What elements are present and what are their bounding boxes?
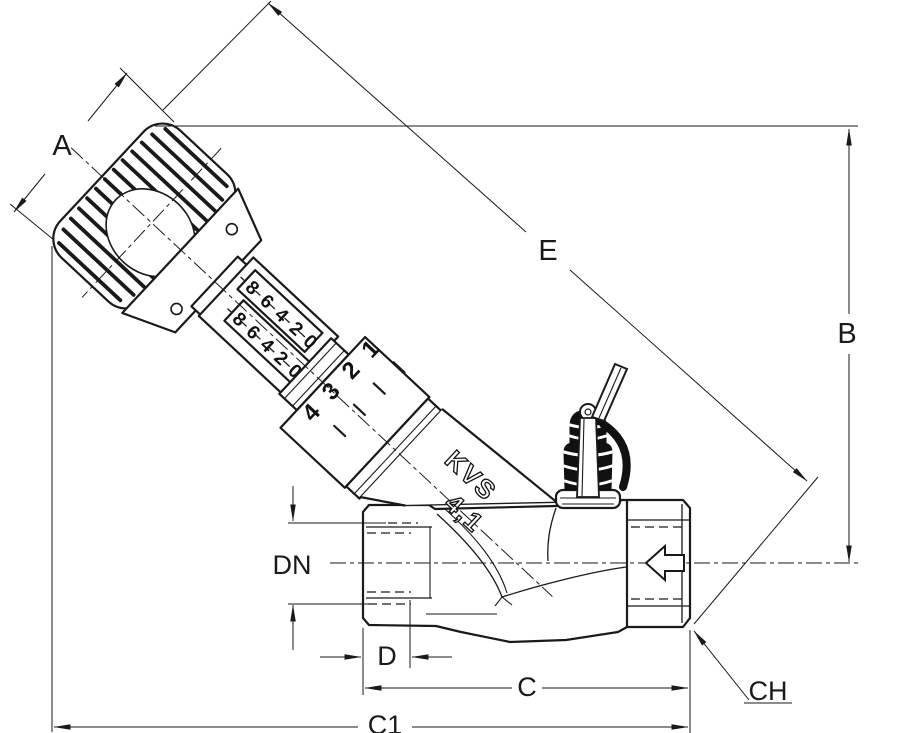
dimension-ch: CH: [693, 630, 792, 706]
barrel-tick: [352, 403, 367, 416]
dim-dn-label: DN: [273, 550, 312, 580]
leader-line: [693, 630, 750, 701]
dim-c1-label: C1: [368, 710, 403, 733]
counter-tick: [254, 334, 261, 340]
dimension-e: E: [162, 0, 819, 625]
ring-line: [284, 342, 337, 399]
lever-blade-line: [598, 367, 622, 419]
lever-blade: [590, 362, 629, 423]
dim-line: [13, 173, 46, 213]
dimension-d: D: [320, 600, 452, 695]
dim-line: [267, 2, 527, 233]
counter-tick: [254, 290, 261, 296]
counter-tick: [268, 347, 275, 353]
seat-outlet-curve: [501, 566, 627, 598]
barrel-tick: [392, 361, 406, 374]
dim-d-label: D: [377, 641, 397, 671]
counter-tick: [240, 321, 247, 327]
valve-body: [361, 498, 692, 644]
lever-bar-line: [581, 418, 585, 497]
lever-front-bar: [576, 417, 600, 498]
counter-tick: [269, 303, 276, 310]
dim-a-label: A: [52, 130, 72, 162]
dim-line: [87, 72, 128, 122]
barrel-tick: [372, 382, 386, 395]
ext-line: [162, 0, 272, 111]
dim-e-label: E: [538, 235, 557, 267]
dimension-b: B: [155, 125, 858, 563]
dim-line: [569, 269, 808, 482]
seat-vee: [494, 596, 513, 607]
screw-hole: [170, 302, 183, 316]
seat-partition-curve: [436, 513, 503, 598]
lever-hook: [599, 420, 631, 491]
counter-tick-long: [296, 329, 306, 338]
dimension-dn: DN: [273, 486, 418, 650]
cone-fill: [360, 409, 557, 506]
seat-partition-curve: [444, 508, 508, 594]
dim-c-label: C: [517, 672, 537, 702]
cone-edge: [359, 496, 407, 507]
spindle-pin-center: [584, 408, 592, 416]
counter-strip-upper: [236, 269, 324, 354]
handwheel-face-plate: [121, 187, 263, 334]
cone-base-edge: [404, 501, 557, 507]
barrel-tick: [333, 424, 347, 438]
handwheel-crossline: [81, 147, 222, 298]
dimension-c: C: [364, 630, 691, 733]
counter-tick: [227, 308, 234, 314]
screw-hole: [225, 222, 239, 236]
counter-tick: [240, 276, 247, 283]
flow-direction-arrow-icon: [644, 543, 685, 583]
dim-ch-label: CH: [749, 676, 788, 706]
counter-tick: [283, 317, 291, 324]
dimension-c1: C1: [51, 246, 689, 733]
neck-internal-curve: [547, 507, 557, 562]
stem-centerline: [70, 147, 553, 597]
dimension-a: A: [9, 67, 175, 241]
body-outline: [361, 498, 692, 644]
ext-line: [693, 476, 819, 625]
body-internals: [426, 507, 627, 615]
counter-tick-long: [282, 359, 291, 368]
drain-valve: [554, 362, 631, 510]
ext-line: [119, 67, 175, 123]
dim-b-label: B: [837, 318, 856, 350]
cone-edge: [441, 408, 559, 504]
